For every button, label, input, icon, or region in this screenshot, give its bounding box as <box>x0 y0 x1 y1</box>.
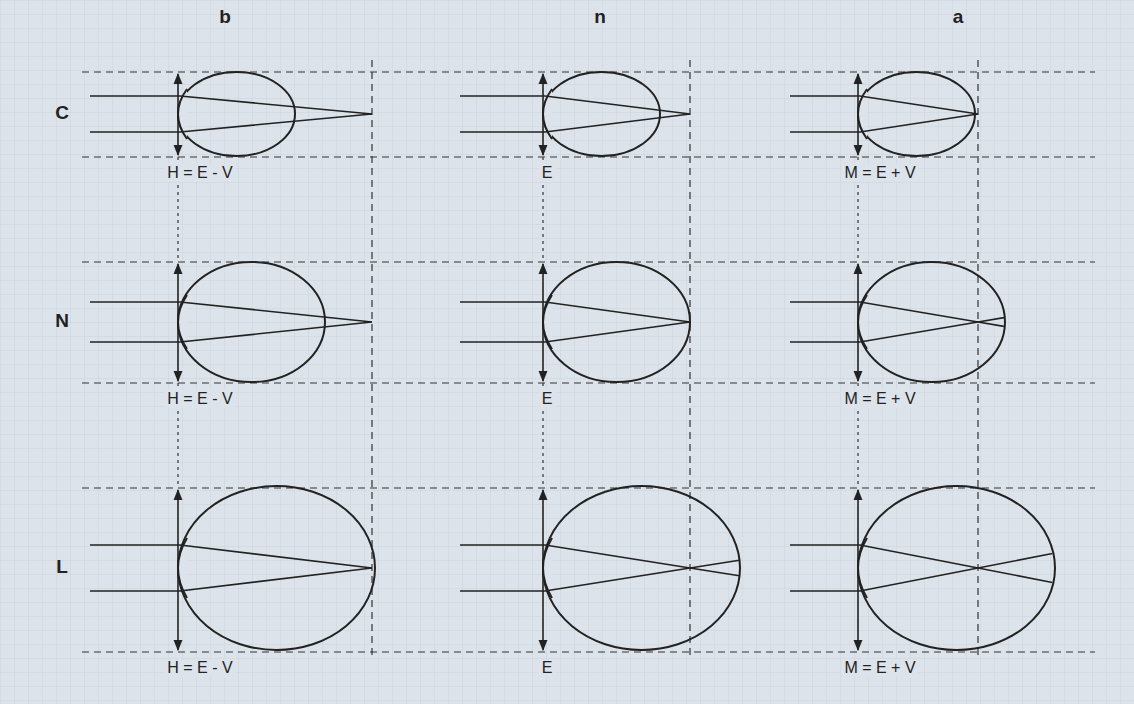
power-arrow <box>177 264 179 381</box>
eyeball-outline <box>543 262 690 382</box>
column-heading: b <box>216 8 234 26</box>
light-ray <box>790 554 1052 591</box>
equation-label: E <box>539 164 556 182</box>
light-ray <box>90 302 372 322</box>
focus-guide-line <box>689 60 690 655</box>
eyeball-outline <box>178 72 295 156</box>
eyeball-outline <box>178 262 325 382</box>
light-ray <box>790 318 1004 342</box>
eyeball-outline <box>178 486 375 650</box>
eyeball-outline <box>543 72 660 156</box>
eye-model <box>790 486 1055 650</box>
equation-label: M = E + V <box>841 659 918 677</box>
power-arrow <box>857 490 859 650</box>
eye-model <box>460 72 690 156</box>
row-heading: L <box>53 558 71 576</box>
eye-model <box>460 486 740 650</box>
light-ray <box>460 302 690 322</box>
equation-label: H = E - V <box>164 164 235 182</box>
light-ray <box>460 96 690 114</box>
equation-label: M = E + V <box>841 164 918 182</box>
column-heading: n <box>591 8 609 26</box>
focus-guide-line <box>371 60 372 655</box>
row-heading: C <box>52 104 72 122</box>
focus-guide-line <box>977 60 978 655</box>
row-heading: N <box>52 312 72 330</box>
light-ray <box>460 560 739 591</box>
power-arrow <box>177 74 179 155</box>
eyeball-outline <box>858 486 1055 650</box>
equation-label: E <box>539 390 556 408</box>
eyeball-outline <box>858 72 975 156</box>
guide-line <box>82 382 1095 383</box>
light-ray <box>460 322 690 342</box>
cornea <box>178 538 187 598</box>
power-arrow <box>542 264 544 381</box>
light-ray <box>460 545 739 576</box>
light-ray <box>90 568 372 591</box>
power-arrow <box>177 490 179 650</box>
cornea <box>543 538 552 598</box>
eyeball-outline <box>858 262 1005 382</box>
light-ray <box>90 96 372 114</box>
light-ray <box>460 114 690 132</box>
power-arrow <box>542 490 544 650</box>
equation-label: E <box>539 659 556 677</box>
light-ray <box>90 545 372 568</box>
eye-model <box>90 72 372 156</box>
power-arrow <box>542 74 544 155</box>
power-arrow <box>857 74 859 155</box>
light-ray <box>790 114 978 132</box>
equation-label: H = E - V <box>164 659 235 677</box>
eye-model <box>460 262 690 382</box>
light-ray <box>790 545 1052 582</box>
eye-model <box>90 486 375 650</box>
eye-model <box>790 72 978 156</box>
eyeball-outline <box>543 486 740 650</box>
eye-model <box>90 262 372 382</box>
equation-label: M = E + V <box>841 390 918 408</box>
cornea <box>858 538 867 598</box>
light-ray <box>90 322 372 342</box>
eye-model <box>790 262 1005 382</box>
eye-drawings <box>82 60 1095 655</box>
column-heading: a <box>950 8 967 26</box>
equation-label: H = E - V <box>164 390 235 408</box>
light-ray <box>790 96 978 114</box>
power-arrow <box>857 264 859 381</box>
light-ray <box>90 114 372 132</box>
guide-line <box>82 651 1095 652</box>
